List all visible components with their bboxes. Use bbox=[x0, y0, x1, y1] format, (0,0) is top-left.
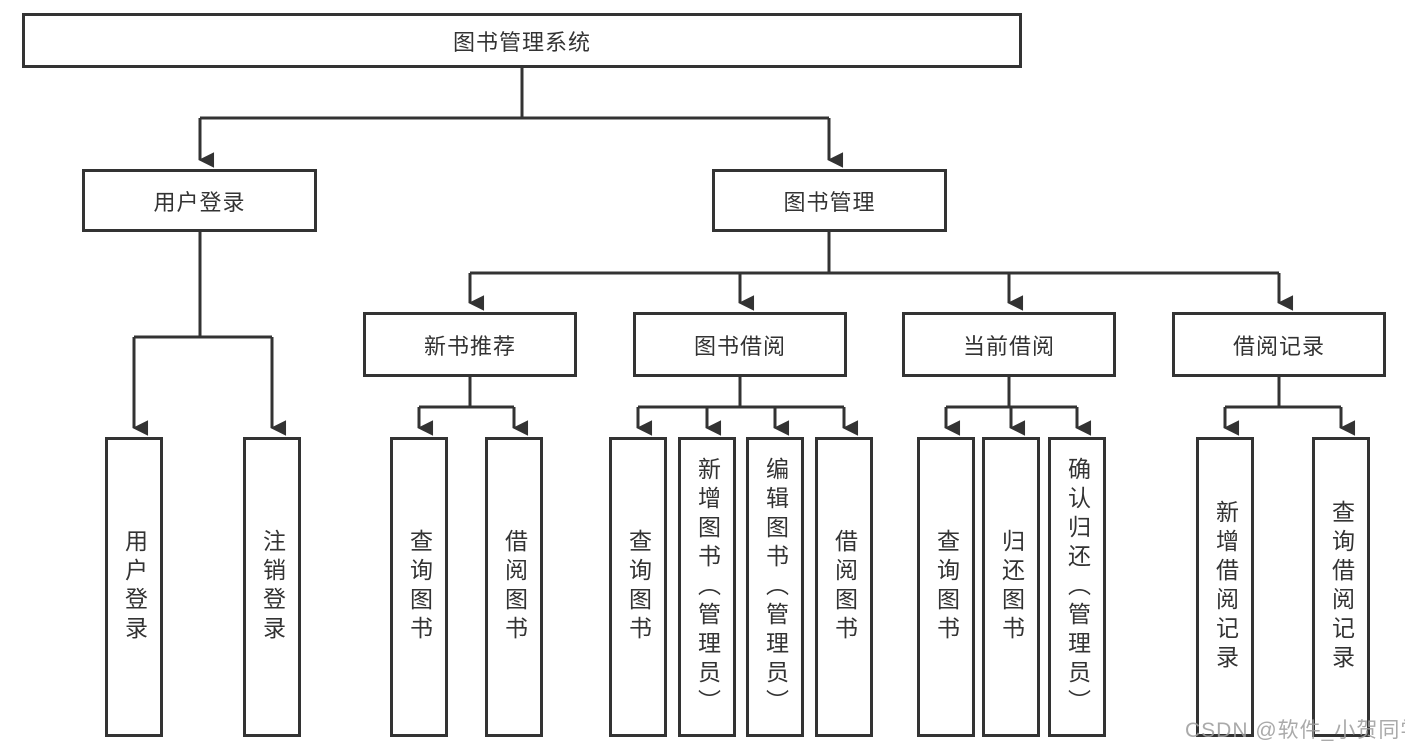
node-label: 新书推荐 bbox=[423, 333, 516, 359]
node-label: 查询图书 bbox=[625, 529, 652, 645]
leaf-query-books-borrow: 查询图书 bbox=[609, 437, 667, 737]
node-label: 借阅图书 bbox=[501, 529, 528, 645]
leaf-query-books-recommend: 查询图书 bbox=[390, 437, 448, 737]
node-current-borrow: 当前借阅 bbox=[902, 312, 1116, 377]
node-book-management: 图书管理 bbox=[712, 169, 947, 232]
node-label: 确认归还（管理员） bbox=[1064, 456, 1091, 718]
node-label: 图书管理系统 bbox=[452, 29, 591, 55]
leaf-query-borrow-record: 查询借阅记录 bbox=[1312, 437, 1370, 737]
leaf-user-login: 用户登录 bbox=[105, 437, 163, 737]
leaf-return-books: 归还图书 bbox=[982, 437, 1040, 737]
node-user-login-module: 用户登录 bbox=[82, 169, 317, 232]
node-root-system: 图书管理系统 bbox=[22, 13, 1022, 68]
leaf-add-books-admin: 新增图书（管理员） bbox=[678, 437, 736, 737]
leaf-edit-books-admin: 编辑图书（管理员） bbox=[746, 437, 804, 737]
leaf-query-books-current: 查询图书 bbox=[917, 437, 975, 737]
node-book-borrow: 图书借阅 bbox=[633, 312, 847, 377]
csdn-watermark: CSDN @软件_小贺同学 bbox=[1185, 719, 1405, 742]
node-label: 用户登录 bbox=[153, 189, 246, 215]
node-label: 新增图书（管理员） bbox=[694, 456, 721, 718]
node-borrow-records: 借阅记录 bbox=[1172, 312, 1386, 377]
leaf-confirm-return-admin: 确认归还（管理员） bbox=[1048, 437, 1106, 737]
node-label: 图书管理 bbox=[783, 189, 876, 215]
leaf-borrow-books-recommend: 借阅图书 bbox=[485, 437, 543, 737]
node-label: 编辑图书（管理员） bbox=[762, 456, 789, 718]
node-label: 借阅记录 bbox=[1232, 333, 1325, 359]
node-label: 查询借阅记录 bbox=[1328, 500, 1355, 674]
node-new-book-recommend: 新书推荐 bbox=[363, 312, 577, 377]
node-label: 归还图书 bbox=[998, 529, 1025, 645]
leaf-borrow-books: 借阅图书 bbox=[815, 437, 873, 737]
node-label: 查询图书 bbox=[406, 529, 433, 645]
leaf-add-borrow-record: 新增借阅记录 bbox=[1196, 437, 1254, 737]
node-label: 注销登录 bbox=[259, 529, 286, 645]
node-label: 查询图书 bbox=[933, 529, 960, 645]
node-label: 借阅图书 bbox=[831, 529, 858, 645]
node-label: 图书借阅 bbox=[693, 333, 786, 359]
node-label: 用户登录 bbox=[121, 529, 148, 645]
node-label: 当前借阅 bbox=[962, 333, 1055, 359]
node-label: 新增借阅记录 bbox=[1212, 500, 1239, 674]
leaf-logout: 注销登录 bbox=[243, 437, 301, 737]
